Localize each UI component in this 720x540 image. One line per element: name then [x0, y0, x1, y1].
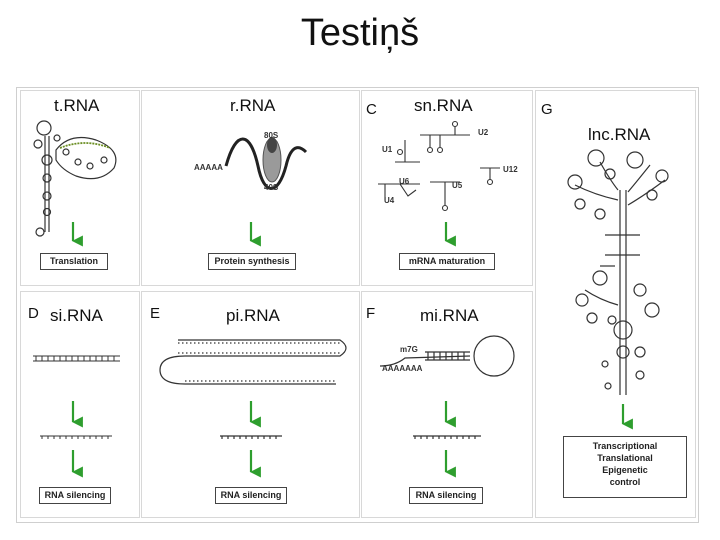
- rrna-title: r.RNA: [230, 96, 276, 115]
- lncrna-structure: [567, 149, 669, 395]
- sirna-title: si.RNA: [50, 306, 103, 325]
- lncrna-letter: G: [541, 101, 553, 118]
- mirna-letter: F: [366, 305, 376, 322]
- rrna-polya-label: AAAAA: [194, 163, 223, 172]
- rrna-80s-label: 80S: [264, 131, 279, 140]
- trna-title: t.RNA: [54, 96, 100, 115]
- pirna-title: pi.RNA: [226, 306, 280, 325]
- slide-title: Testiņš: [300, 12, 420, 54]
- sirna-letter: D: [28, 305, 39, 322]
- mirna-cap-label: m7G: [400, 345, 418, 354]
- sirna-structures: [33, 355, 120, 439]
- snrna-title: sn.RNA: [414, 96, 473, 115]
- lncrna-box-line-4: control: [609, 477, 641, 487]
- rrna-function-box: Protein synthesis: [208, 253, 296, 270]
- lncrna-box-line-2: Translational: [597, 453, 653, 463]
- trna-function-box: Translation: [40, 253, 108, 270]
- pirna-letter: E: [150, 305, 161, 322]
- mirna-polya-label: AAAAAAA: [382, 364, 423, 373]
- snrna-u2-label: U2: [478, 128, 489, 137]
- sirna-function-box: RNA silencing: [39, 487, 111, 504]
- snrna-letter: C: [366, 101, 377, 118]
- snrna-u5-label: U5: [452, 181, 463, 190]
- lncrna-title: lnc.RNA: [588, 125, 651, 144]
- mirna-structure: m7G AAAAAAA: [379, 335, 515, 439]
- mirna-title: mi.RNA: [420, 306, 479, 325]
- panel-sirna: [20, 291, 140, 518]
- pirna-function-box: RNA silencing: [215, 487, 287, 504]
- pirna-structure: [159, 339, 347, 439]
- trna-structure: [33, 120, 117, 237]
- mirna-function-box: RNA silencing: [409, 487, 483, 504]
- snrna-u4-label: U4: [384, 196, 395, 205]
- rrna-structure: 80S 40S AAAAA: [194, 131, 308, 192]
- rrna-40s-label: 40S: [264, 183, 279, 192]
- snrna-u1-label: U1: [382, 145, 393, 154]
- snrna-function-box: mRNA maturation: [399, 253, 495, 270]
- lncrna-box-line-3: Epigenetic: [602, 465, 648, 475]
- snrna-u12-label: U12: [503, 165, 518, 174]
- snrna-structures: U2 U1 U6 U4 U5 U12: [378, 120, 518, 212]
- lncrna-box-line-1: Transcriptional: [592, 441, 658, 451]
- lncrna-function-box: Transcriptional Translational Epigenetic…: [563, 436, 687, 498]
- snrna-u6-label: U6: [399, 177, 410, 186]
